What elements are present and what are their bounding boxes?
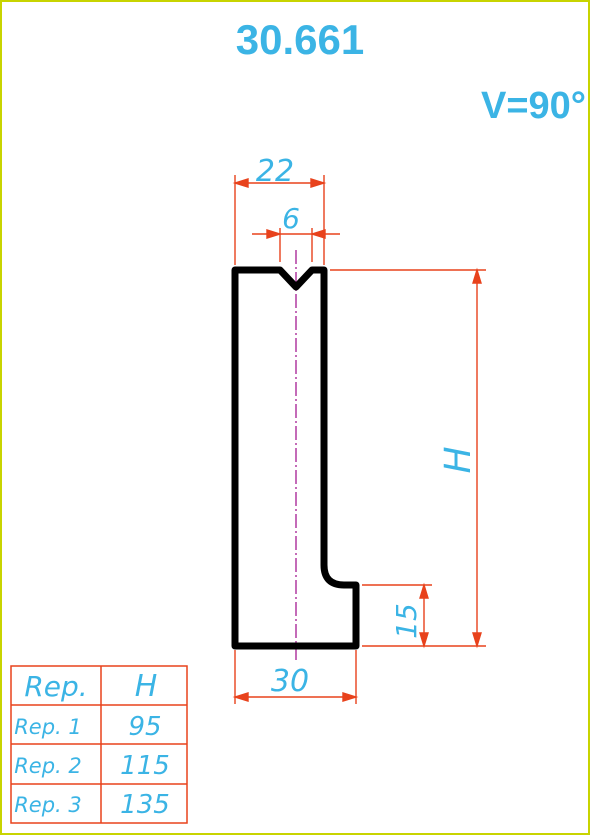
- table-cell-h: 135: [120, 790, 170, 820]
- die-profile: [231, 266, 360, 650]
- table-cell-h: 95: [128, 712, 161, 742]
- dim-foot-height: 15: [390, 603, 423, 639]
- table-cell-rep: Rep. 2: [14, 754, 82, 778]
- table-cell-rep: Rep. 3: [14, 793, 82, 817]
- dimension-lines: [232, 175, 486, 704]
- dim-v-opening: 6: [282, 202, 300, 235]
- table-header-h: H: [135, 669, 158, 704]
- angle-label: V=90°: [481, 85, 586, 127]
- dim-base-width: 30: [271, 664, 309, 699]
- variants-table: Rep. H Rep. 1 95 Rep. 2 115 Rep. 3 135: [10, 665, 188, 824]
- part-number: 30.661: [236, 16, 364, 63]
- dim-height: H: [438, 446, 479, 473]
- table-header-rep: Rep.: [24, 670, 87, 703]
- dim-top-width: 22: [256, 154, 294, 189]
- table-cell-rep: Rep. 1: [14, 715, 82, 739]
- table-cell-h: 115: [120, 751, 170, 781]
